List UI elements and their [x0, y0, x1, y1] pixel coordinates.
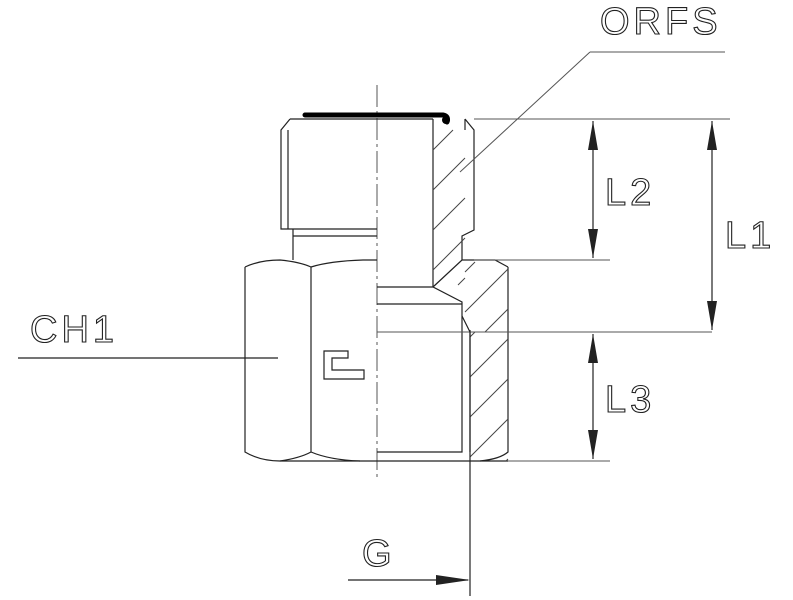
- hatch-line: [432, 129, 454, 151]
- hatch-line: [432, 237, 466, 271]
- hatch-line: [469, 378, 509, 418]
- hatch-line: [457, 277, 466, 286]
- hatch-line: [432, 157, 466, 191]
- label-l3: L3: [605, 379, 655, 421]
- hatch-line: [484, 308, 509, 333]
- section-hatching: [432, 129, 509, 462]
- label-g: G: [362, 533, 396, 575]
- label-l2: L2: [605, 172, 655, 214]
- label-l1: L1: [725, 215, 775, 257]
- hatch-line: [464, 261, 476, 273]
- hatch-line: [505, 458, 509, 462]
- hatch-line: [432, 197, 466, 231]
- brand-mark-icon: [323, 350, 365, 380]
- dimension-lines: [18, 51, 730, 596]
- hatch-line: [469, 418, 509, 458]
- label-orfs: ORFS: [600, 1, 722, 43]
- orfs-thread-body: [280, 118, 475, 287]
- hatch-line: [464, 268, 509, 313]
- hatch-line: [469, 338, 509, 378]
- label-ch1: CH1: [30, 309, 118, 351]
- o-ring-end: [442, 116, 450, 124]
- hatch-line: [469, 331, 476, 338]
